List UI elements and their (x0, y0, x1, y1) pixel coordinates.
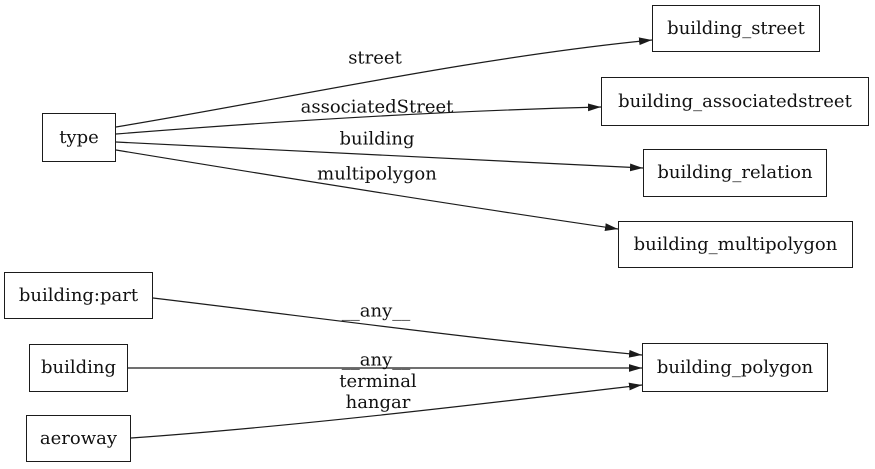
edge-label-terminal-hangar: terminal hangar (339, 371, 417, 413)
edge-label-building: building (339, 128, 415, 150)
node-building-associatedstreet: building_associatedstreet (601, 77, 869, 126)
edge-type-building_multipolygon (115, 149, 619, 231)
node-building-part: building:part (4, 272, 153, 319)
edge-type-building_street (115, 37, 653, 128)
node-type: type (42, 113, 116, 162)
edge-label-multipolygon: multipolygon (317, 163, 437, 185)
node-building-street: building_street (652, 5, 820, 52)
node-building-multipolygon: building_multipolygon (618, 221, 853, 268)
node-building: building (29, 344, 128, 392)
edge-label-any-buildingpart: __any__ (341, 300, 411, 322)
edge-label-associatedstreet: associatedStreet (300, 96, 454, 118)
edge-buildingpart-building_polygon (152, 297, 643, 358)
edge-label-street: street (348, 47, 402, 69)
node-aeroway: aeroway (26, 415, 131, 462)
edge-aeroway-building_polygon (130, 382, 643, 439)
node-building-relation: building_relation (643, 149, 827, 197)
edge-type-building_associatedstreet (115, 103, 602, 135)
edge-label-any-building: __any__ (341, 349, 411, 371)
node-building-polygon: building_polygon (642, 343, 828, 392)
